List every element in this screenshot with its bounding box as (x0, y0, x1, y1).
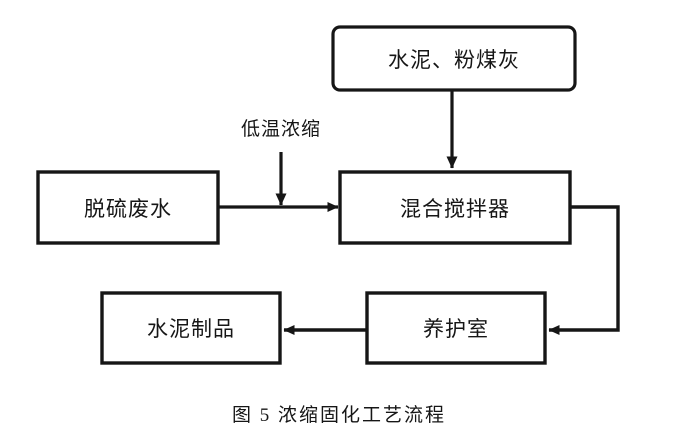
node-label-mixer: 混合搅拌器 (400, 197, 510, 221)
edge-label-low-temperature-concentration: 低温浓缩 (240, 119, 321, 140)
node-box-mixer (338, 170, 572, 245)
connector-mixer-to-curing-room (548, 205, 620, 335)
node-label-desulf-water: 脱硫废水 (84, 197, 172, 221)
node-box-curing-room (365, 291, 547, 365)
node-box-cement-flyash (331, 25, 577, 92)
node-label-cement-product: 水泥制品 (147, 318, 235, 341)
node-box-cement-product (100, 291, 282, 365)
figure-caption: 图 5 浓缩固化工艺流程 (231, 405, 446, 426)
node-label-cement-flyash: 水泥、粉煤灰 (388, 48, 520, 72)
node-box-desulf-water (36, 170, 220, 245)
node-label-curing-room: 养护室 (423, 318, 489, 341)
